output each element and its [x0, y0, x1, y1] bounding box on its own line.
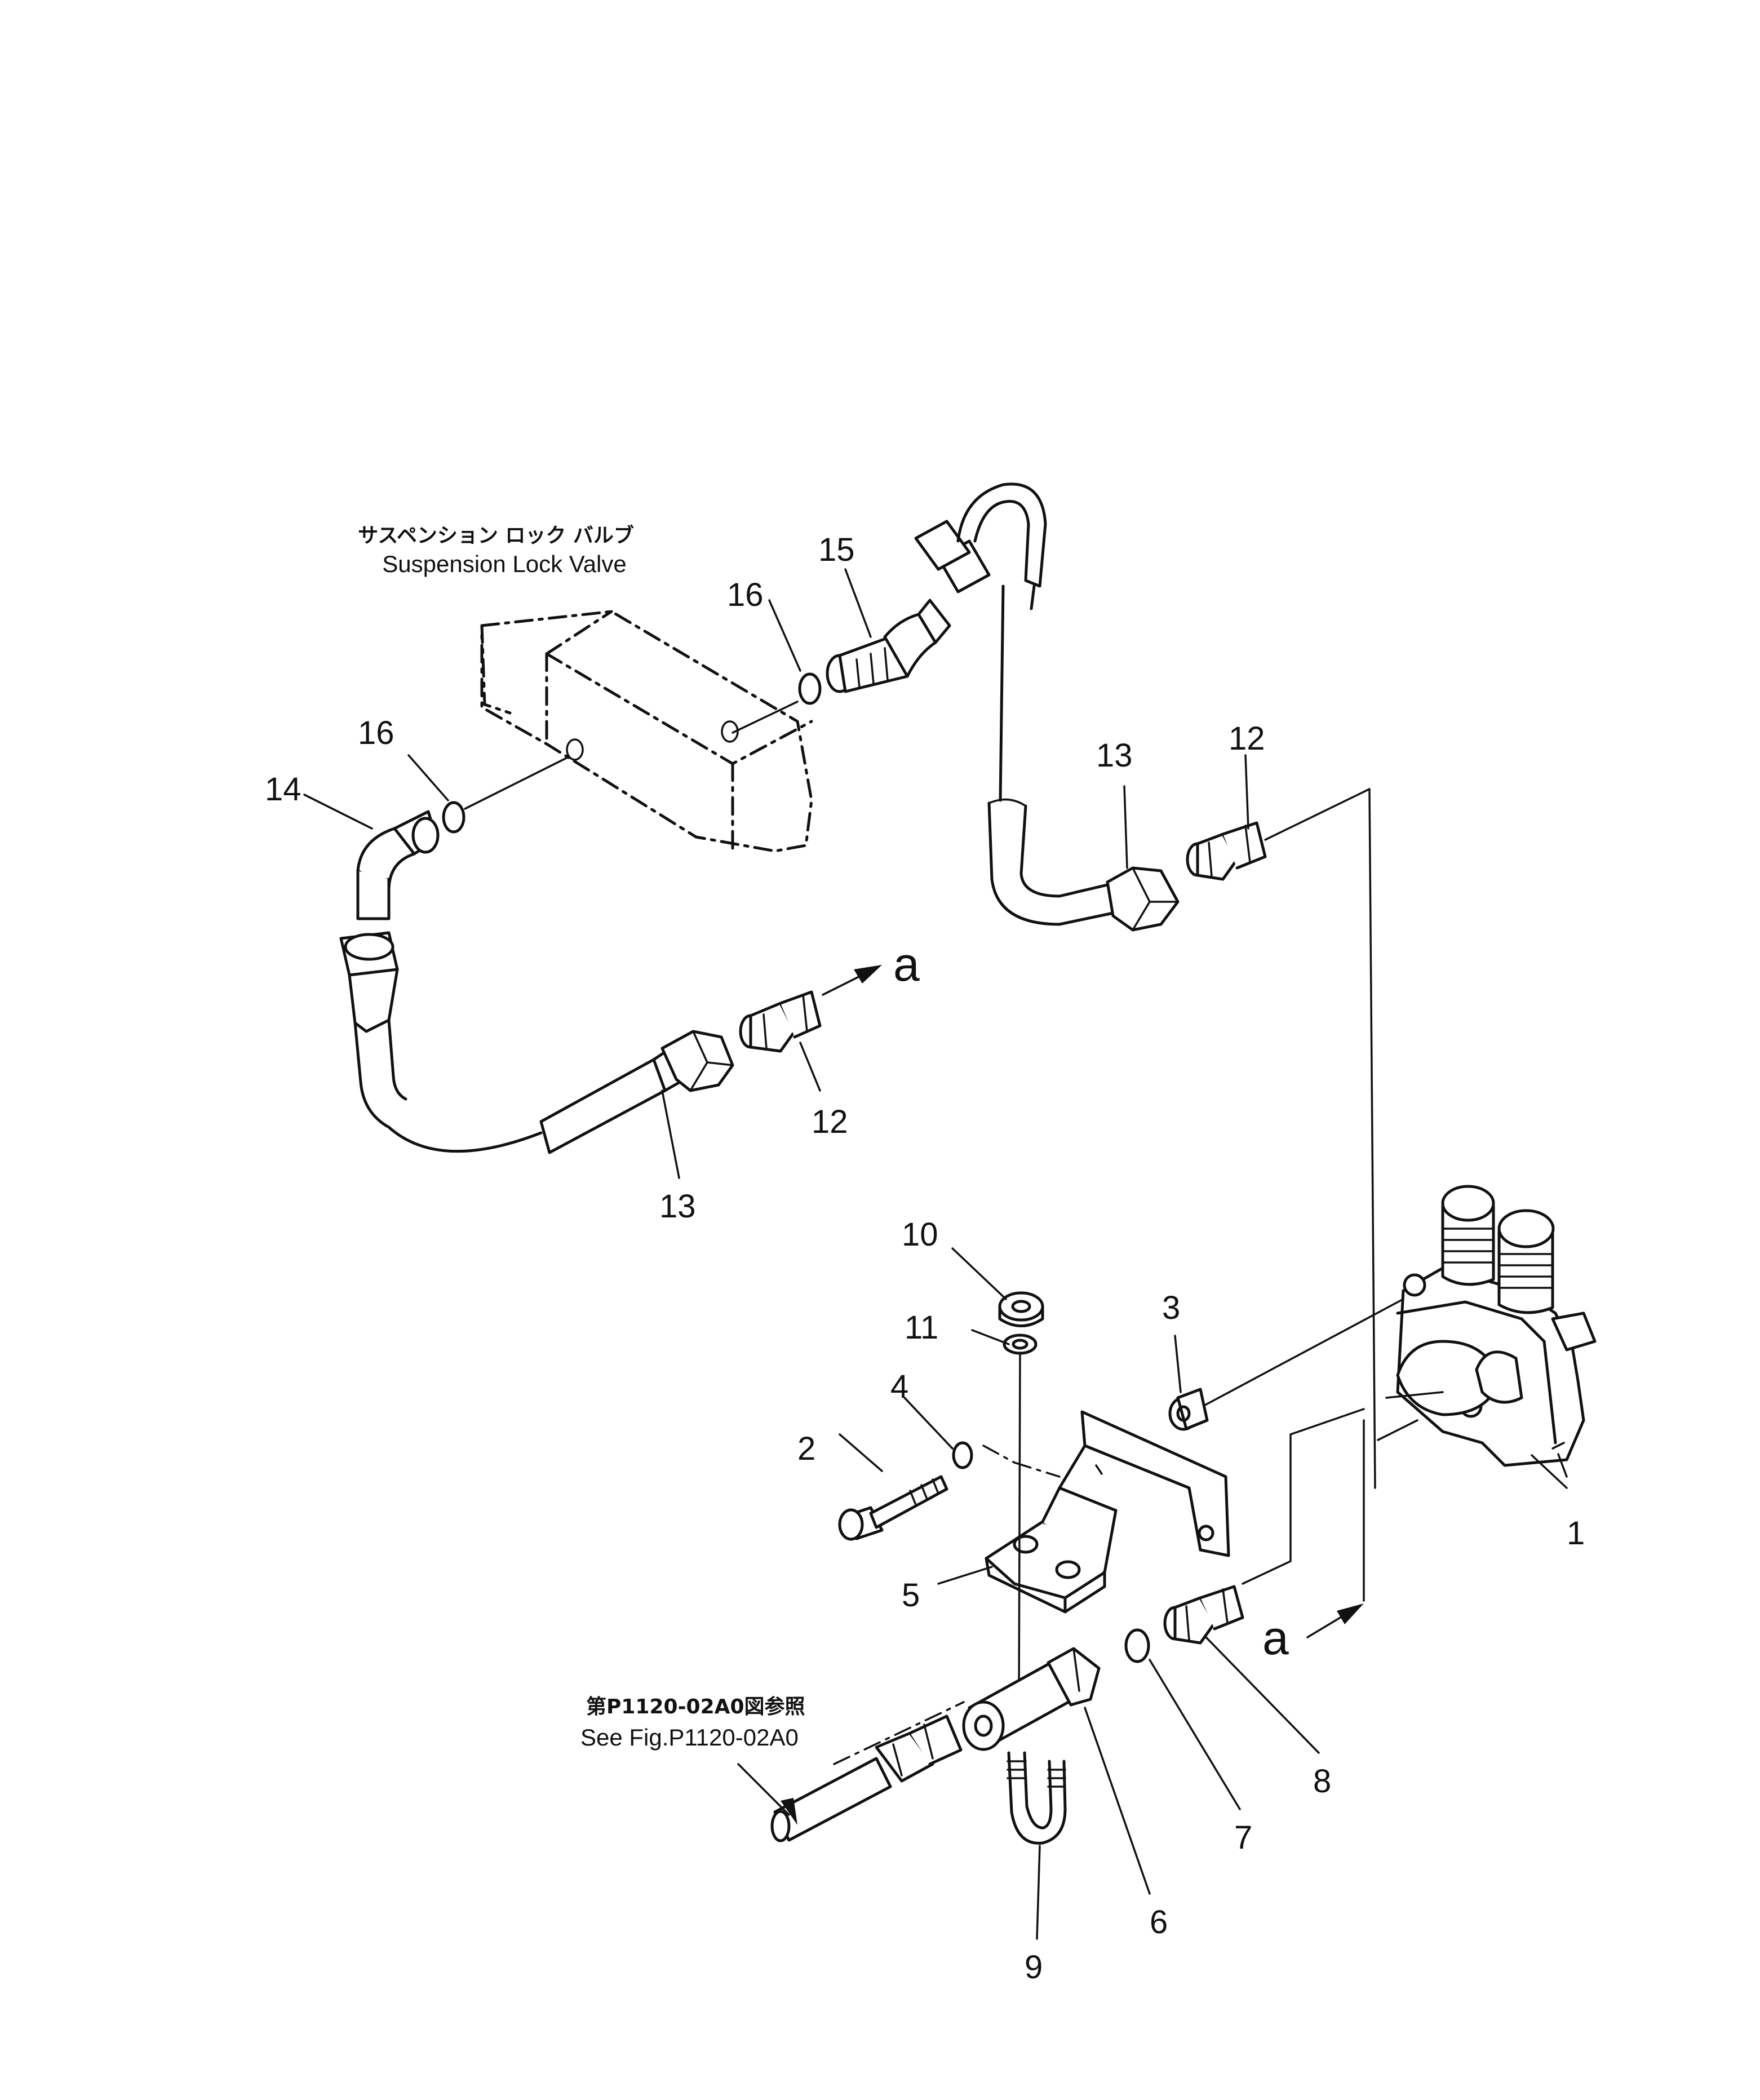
- fig-reference-en: See Fig.P1120-02A0: [580, 1724, 799, 1751]
- callout-13-upper: 13: [1096, 737, 1133, 774]
- leader-lines: [303, 568, 1568, 1940]
- adapter-12-lower: [739, 990, 822, 1053]
- bracket-5: [985, 1410, 1230, 1614]
- callout-16-upper: 16: [727, 577, 764, 613]
- valve-title-en: Suspension Lock Valve: [382, 551, 627, 577]
- callout-12-upper: 12: [1229, 720, 1265, 757]
- spacer-3: [1168, 1388, 1209, 1431]
- hose-upper-right: [914, 482, 1115, 926]
- elbow-fitting-14: [356, 810, 440, 920]
- valve-assembly-1: [1377, 1185, 1597, 1467]
- connector-a-top: a: [893, 938, 920, 991]
- callout-15: 15: [818, 531, 855, 568]
- suspension-lock-valve: [480, 610, 813, 853]
- u-bolt-9: [1007, 1751, 1067, 1845]
- o-ring-7: [1124, 1628, 1150, 1663]
- axis-line-bolt: [1018, 1352, 1021, 1703]
- elbow-fitting-15: [826, 599, 951, 693]
- nut-13-lower: [660, 1030, 734, 1092]
- callout-12-lower: 12: [812, 1104, 848, 1140]
- arrow-a-bottom: a: [1262, 1603, 1364, 1664]
- callout-8: 8: [1313, 1763, 1331, 1800]
- callout-6: 6: [1150, 1904, 1168, 1940]
- o-ring-16-upper: [732, 672, 822, 734]
- callout-2: 2: [797, 1430, 815, 1467]
- arrow-a-top: a: [822, 938, 920, 996]
- washer-4: [952, 1441, 1016, 1469]
- connector-a-bottom: a: [1262, 1611, 1289, 1664]
- callout-4: 4: [890, 1368, 908, 1405]
- fig-reference-jp: 第P1120-02A0図参照: [586, 1695, 805, 1718]
- hose-reference: [770, 1701, 965, 1842]
- adapter-12-upper: [1186, 788, 1371, 881]
- callout-5: 5: [902, 1577, 920, 1614]
- callout-3: 3: [1162, 1290, 1180, 1326]
- callout-11: 11: [905, 1309, 938, 1346]
- connection-lines: [1196, 788, 1404, 1602]
- hose-fitting-6: [962, 1647, 1101, 1751]
- nut-13-upper: [1106, 866, 1180, 932]
- fig-reference-label: 第P1120-02A0図参照 See Fig.P1120-02A0: [580, 1695, 805, 1825]
- callout-13-lower: 13: [659, 1188, 696, 1225]
- callout-14: 14: [265, 771, 302, 808]
- valve-title-jp: サスペンション ロック バルブ: [358, 524, 634, 547]
- nut-10: [998, 1291, 1044, 1327]
- callout-7: 7: [1234, 1819, 1252, 1856]
- o-ring-16-lower: [442, 757, 568, 834]
- callout-10: 10: [902, 1216, 938, 1253]
- callout-1: 1: [1567, 1515, 1585, 1552]
- hose-lower-left: [339, 931, 686, 1154]
- callout-numbers: 1 2 3 4 5 6 7 8 9 10 11 12 12 13 13 14 1…: [265, 531, 1585, 1986]
- callout-9: 9: [1025, 1949, 1043, 1986]
- callout-16-lower: 16: [358, 715, 394, 751]
- bolt-2: [838, 1475, 948, 1541]
- valve-title: サスペンション ロック バルブ Suspension Lock Valve: [358, 524, 634, 577]
- adapter-8: [1163, 1585, 1244, 1645]
